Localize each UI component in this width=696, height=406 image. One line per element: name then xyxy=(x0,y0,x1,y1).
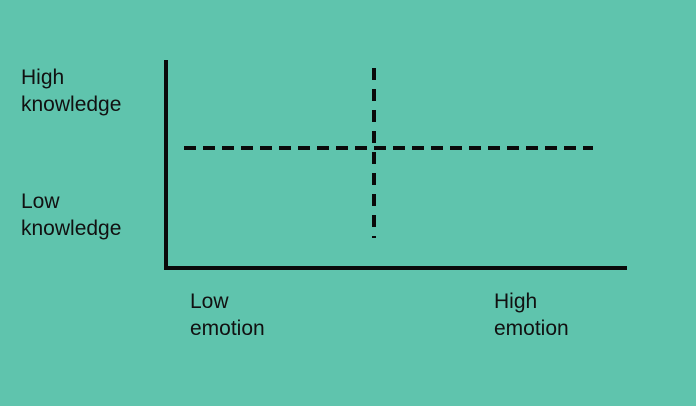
x-axis-label-low-emotion: Low emotion xyxy=(190,290,265,340)
y-axis-label-low-knowledge: Low knowledge xyxy=(21,190,122,240)
vertical-dashed-divider xyxy=(372,68,376,238)
x-axis-label-high-emotion: High emotion xyxy=(494,290,569,340)
horizontal-dashed-divider xyxy=(184,146,593,150)
y-axis-line xyxy=(164,60,168,270)
y-axis-label-high-knowledge: High knowledge xyxy=(21,66,122,116)
x-axis-line xyxy=(164,266,627,270)
